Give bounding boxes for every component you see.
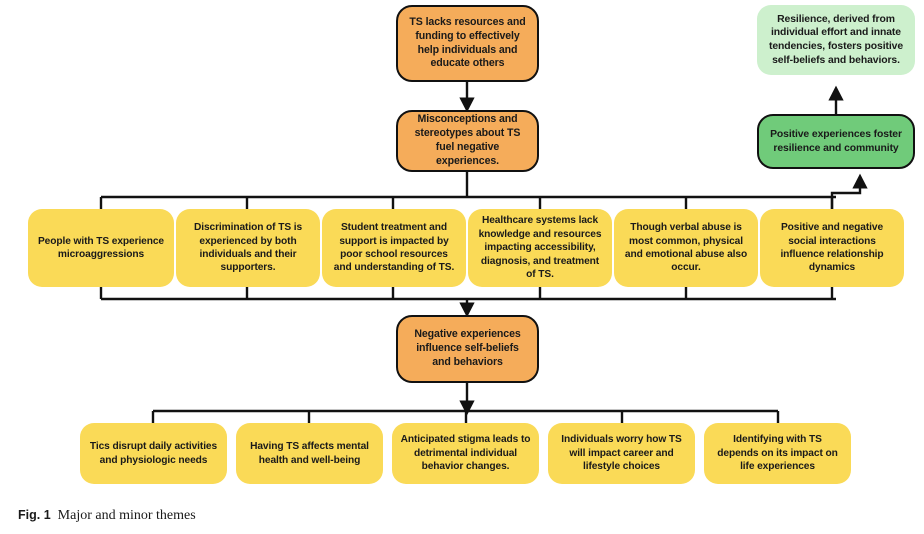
figure-title: Major and minor themes: [57, 508, 196, 523]
node-anticipated-stigma-label: Anticipated stigma leads to detrimental …: [400, 434, 531, 473]
node-discrimination[interactable]: Discrimination of TS is experienced by b…: [176, 209, 320, 287]
node-verbal-abuse[interactable]: Though verbal abuse is most common, phys…: [614, 209, 758, 287]
node-tics-disrupt[interactable]: Tics disrupt daily activities and physio…: [80, 423, 227, 484]
figure-caption: Fig. 1 Major and minor themes: [18, 508, 196, 524]
connector-social-to-positive: [830, 173, 868, 209]
node-tics-disrupt-label: Tics disrupt daily activities and physio…: [89, 441, 218, 466]
node-social-interactions[interactable]: Positive and negative social interaction…: [760, 209, 904, 287]
node-mental-health[interactable]: Having TS affects mental health and well…: [236, 423, 383, 484]
node-microaggressions[interactable]: People with TS experience microaggressio…: [28, 209, 174, 287]
node-negative-experiences-label: Negative experiences influence self-beli…: [414, 328, 521, 368]
node-anticipated-stigma[interactable]: Anticipated stigma leads to detrimental …: [392, 423, 539, 484]
node-identity[interactable]: Identifying with TS depends on its impac…: [704, 423, 851, 484]
node-social-interactions-label: Positive and negative social interaction…: [780, 222, 884, 274]
node-ts-lacks-resources-label: TS lacks resources and funding to effect…: [409, 15, 526, 70]
figure-number: Fig. 1: [18, 508, 51, 522]
node-negative-experiences[interactable]: Negative experiences influence self-beli…: [396, 315, 539, 383]
node-ts-lacks-resources[interactable]: TS lacks resources and funding to effect…: [396, 5, 539, 82]
node-microaggressions-label: People with TS experience microaggressio…: [37, 235, 165, 260]
node-misconceptions[interactable]: Misconceptions and stereotypes about TS …: [396, 110, 539, 172]
node-career-lifestyle-label: Individuals worry how TS will impact car…: [561, 434, 682, 473]
node-misconceptions-label: Misconceptions and stereotypes about TS …: [414, 113, 521, 167]
node-healthcare-systems[interactable]: Healthcare systems lack knowledge and re…: [468, 209, 612, 287]
flowchart-diagram: TS lacks resources and funding to effect…: [28, 5, 915, 484]
node-student-treatment-label: Student treatment and support is impacte…: [333, 222, 455, 274]
node-mental-health-label: Having TS affects mental health and well…: [250, 441, 369, 466]
node-discrimination-label: Discrimination of TS is experienced by b…: [193, 222, 303, 274]
node-identity-label: Identifying with TS depends on its impac…: [717, 434, 838, 473]
node-healthcare-systems-label: Healthcare systems lack knowledge and re…: [478, 215, 602, 281]
node-career-lifestyle[interactable]: Individuals worry how TS will impact car…: [548, 423, 695, 484]
node-resilience-label: Resilience, derived from individual effo…: [768, 13, 904, 66]
node-positive-experiences[interactable]: Positive experiences foster resilience a…: [757, 114, 915, 169]
node-resilience[interactable]: Resilience, derived from individual effo…: [757, 5, 915, 75]
node-positive-experiences-label: Positive experiences foster resilience a…: [770, 128, 902, 154]
node-student-treatment[interactable]: Student treatment and support is impacte…: [322, 209, 466, 287]
node-verbal-abuse-label: Though verbal abuse is most common, phys…: [624, 222, 748, 274]
